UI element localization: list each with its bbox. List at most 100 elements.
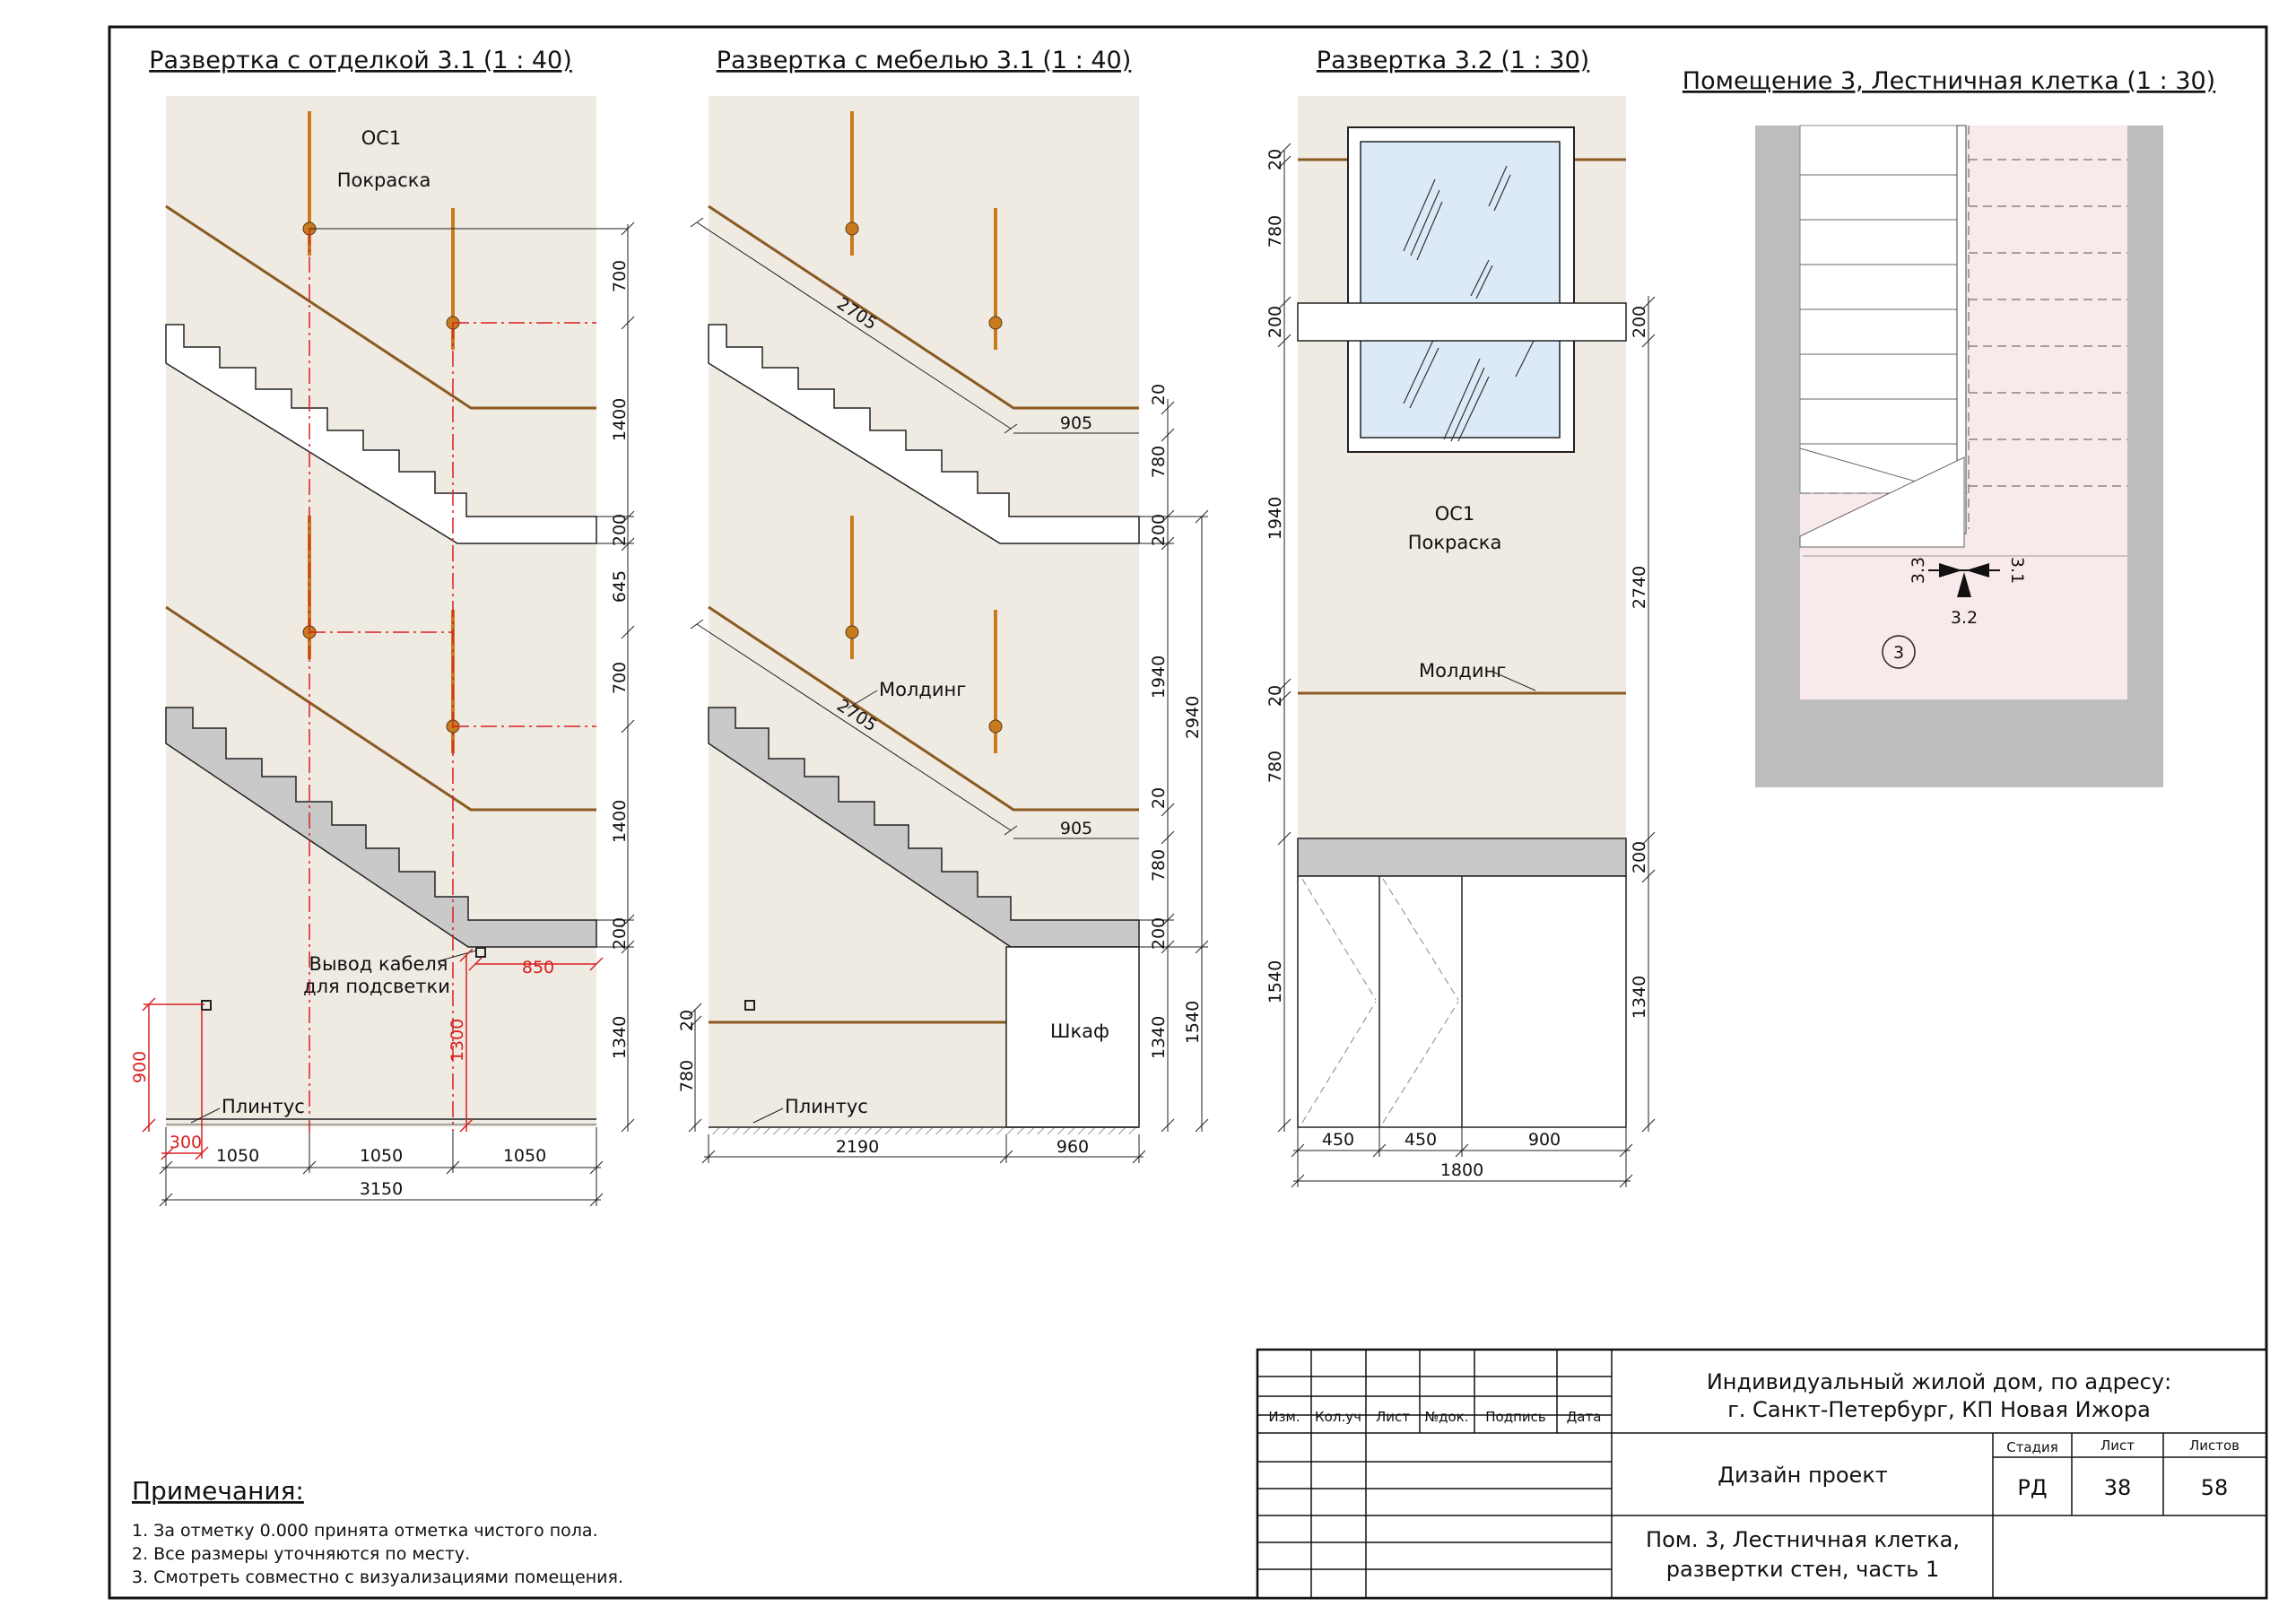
ceiling-beam: [1297, 302, 1627, 342]
sheet-desc-2: развертки стен, часть 1: [1666, 1557, 1940, 1582]
dim-left: 1540: [1265, 960, 1285, 1003]
sheet-label: Лист: [2100, 1437, 2135, 1454]
socket-icon: [744, 1000, 755, 1011]
glass-reflection: [1403, 165, 1535, 442]
wall-panel: [166, 96, 596, 1127]
dim-905: 905: [1060, 413, 1092, 433]
dim-right: 200: [1149, 917, 1169, 950]
dim-chain-left: [688, 1003, 702, 1133]
molding-label: Молдинг: [879, 679, 966, 700]
stair-treads: [1799, 174, 1958, 494]
elevation-finish-31: Развертка с отделкой 3.1 (1 : 40): [130, 47, 635, 1207]
dim-right: 200: [1630, 306, 1649, 338]
plan-mark-31: 3.1: [2007, 557, 2027, 584]
dim-right: 200: [1630, 841, 1649, 873]
stamp-header: Лист: [1376, 1409, 1410, 1425]
dim-bottom: 450: [1322, 1130, 1354, 1150]
molding-label: Молдинг: [1419, 660, 1506, 682]
dim-bottom: 450: [1405, 1130, 1437, 1150]
red-dim-850: 850: [522, 958, 554, 977]
title-block: Изм. Кол.уч Лист №док. Подпись Дата Инди…: [1256, 1348, 2268, 1600]
dim-bottom: 960: [1057, 1137, 1089, 1157]
dim-right: 1400: [610, 398, 630, 441]
stamp-header: Кол.уч: [1315, 1409, 1361, 1425]
dim-left: 20: [1265, 149, 1285, 170]
dim-right: 20: [1149, 787, 1169, 809]
plinth-label: Плинтус: [222, 1096, 305, 1117]
dim-left: 780: [677, 1060, 697, 1092]
dim-chain-bottom: [701, 1134, 1146, 1164]
sheet-frame: [108, 25, 2268, 1600]
dim-left: 1940: [1265, 497, 1285, 540]
dim-bottom: 1050: [503, 1146, 546, 1166]
sheet-desc-1: Пом. 3, Лестничная клетка,: [1646, 1527, 1960, 1552]
handrail: [708, 605, 1139, 812]
stage-value: РД: [2017, 1475, 2047, 1500]
handrail: [165, 204, 596, 410]
dim-bottom: 2190: [836, 1137, 879, 1157]
project-name-2: г. Санкт-Петербург, КП Новая Ижора: [1727, 1397, 2151, 1422]
title-plan: Помещение 3, Лестничная клетка (1 : 30): [1683, 67, 2215, 95]
dim-right: 20: [1149, 384, 1169, 405]
dim-right: 2740: [1630, 566, 1649, 609]
dim-left: 20: [1265, 685, 1285, 707]
cable-label-1: Вывод кабеля: [309, 953, 448, 975]
dim-right: 200: [1149, 514, 1169, 546]
red-dim-900: 900: [130, 1051, 150, 1083]
dim-chain-bottom: [1291, 1127, 1633, 1188]
dim-905: 905: [1060, 819, 1092, 838]
dim-bottom: 900: [1528, 1130, 1561, 1150]
dim-total: 3150: [360, 1179, 403, 1199]
dim-chain-bottom: [159, 1127, 604, 1207]
stamp-header: Подпись: [1485, 1409, 1545, 1425]
notes: Примечания: 1. За отметку 0.000 принята …: [132, 1476, 623, 1587]
plan-room-3: Помещение 3, Лестничная клетка (1 : 30): [1683, 67, 2215, 787]
project-name-1: Индивидуальный жилой дом, по адресу:: [1707, 1369, 2171, 1394]
wardrobe-label: Шкаф: [1050, 1020, 1109, 1042]
dim-right: 645: [610, 570, 630, 603]
red-dim-300: 300: [170, 1133, 202, 1152]
elevation-furniture-31: Развертка с мебелью 3.1 (1 : 40) Шкаф Мо…: [677, 47, 1209, 1164]
stage-label: Стадия: [2006, 1439, 2058, 1455]
handrail: [708, 204, 1139, 410]
light-fixture: [988, 719, 1003, 734]
dim-right: 1340: [1630, 976, 1649, 1019]
handrail: [165, 605, 596, 812]
note-item: 3. Смотреть совместно с визуализациями п…: [132, 1568, 623, 1587]
dim-right: 200: [610, 514, 630, 546]
dim-outer-1540: 1540: [1183, 1001, 1203, 1044]
dim-chain-right: [1641, 296, 1656, 1133]
dim-bottom: 1050: [360, 1146, 403, 1166]
dim-total: 1800: [1440, 1160, 1483, 1180]
stamp-header: Дата: [1567, 1409, 1602, 1425]
plan-mark-33: 3.3: [1909, 557, 1928, 584]
dim-right: 1940: [1149, 656, 1169, 699]
wardrobe: [1005, 946, 1140, 1128]
paint-label: Покраска: [337, 169, 431, 191]
note-item: 1. За отметку 0.000 принята отметка чист…: [132, 1521, 598, 1541]
dim-right: 1400: [610, 800, 630, 843]
dim-right: 700: [610, 260, 630, 292]
dim-left: 200: [1265, 306, 1285, 338]
finish-code-label: ОС1: [1435, 503, 1475, 525]
red-dim-1300: 1300: [448, 1019, 467, 1062]
stair-upper: [165, 324, 597, 544]
socket-icon: [201, 1000, 212, 1011]
red-axis-lines: [309, 229, 596, 1132]
dim-right: 780: [1149, 446, 1169, 478]
dim-chain-left: [1277, 143, 1292, 1133]
stamp-header: Изм.: [1268, 1409, 1300, 1425]
door-swing-lines: [1301, 878, 1459, 1124]
plinth-label: Плинтус: [785, 1096, 868, 1117]
plan-mark-32: 3.2: [1951, 608, 1978, 628]
stamp-header: №док.: [1425, 1409, 1469, 1425]
room-number: 3: [1893, 643, 1904, 663]
dim-right: 1340: [610, 1016, 630, 1059]
doc-type: Дизайн проект: [1718, 1463, 1888, 1488]
sheets-value: 58: [2201, 1475, 2229, 1500]
sheet-value: 38: [2104, 1475, 2132, 1500]
dim-left: 780: [1265, 751, 1285, 783]
stair-upper: [708, 324, 1140, 544]
finish-code-label: ОС1: [361, 127, 402, 149]
